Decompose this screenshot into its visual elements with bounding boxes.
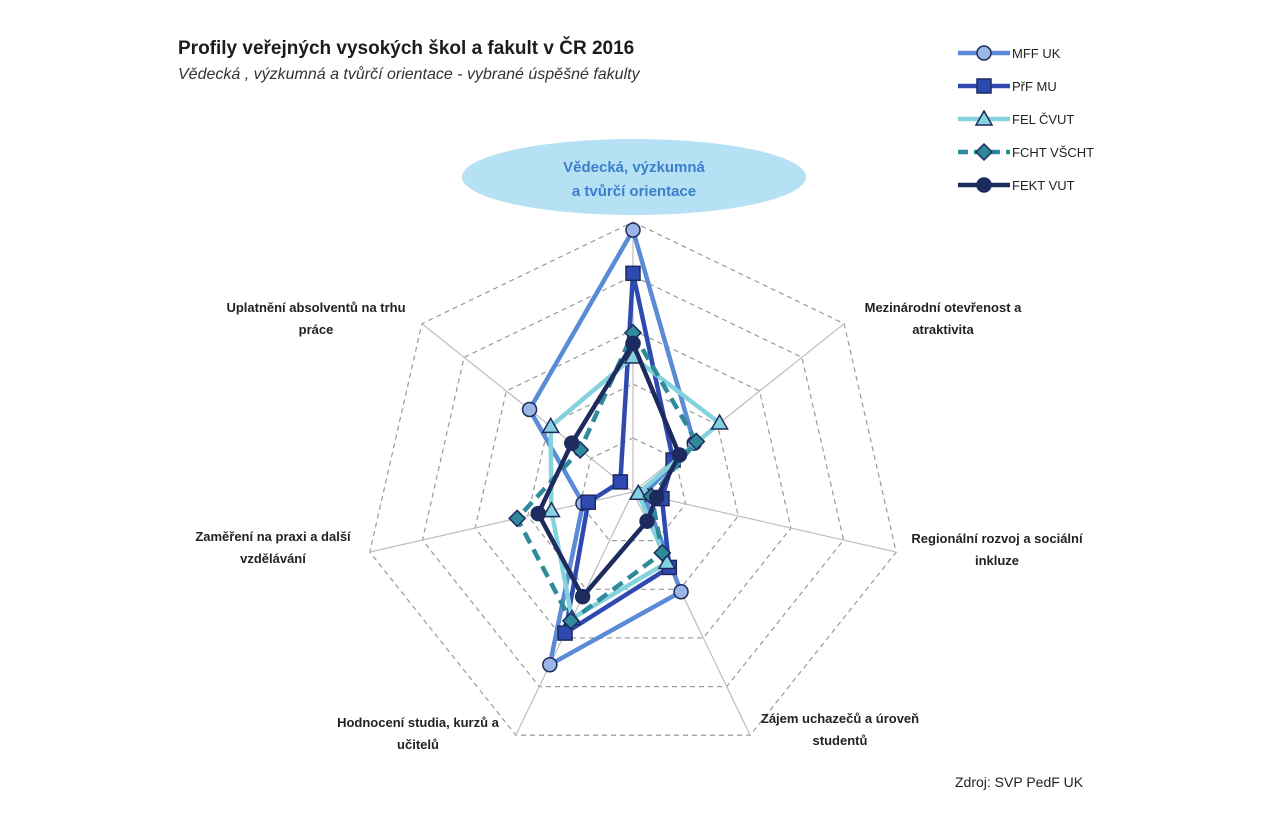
legend-label-2: FEL ČVUT bbox=[1012, 112, 1074, 127]
focus-label-line2: a tvůrčí orientace bbox=[572, 183, 696, 200]
series-4 bbox=[530, 335, 688, 605]
series-4-point-6 bbox=[564, 435, 580, 451]
axis-spoke-1 bbox=[632, 323, 845, 493]
grid-ring-5 bbox=[369, 221, 897, 736]
chart-title: Profily veřejných vysokých škol a fakult… bbox=[178, 38, 635, 59]
axis-label-2-line1: Regionální rozvoj a sociální bbox=[911, 531, 1083, 546]
series-2-point-2 bbox=[628, 483, 648, 500]
axis-spoke-2 bbox=[632, 491, 897, 553]
radar-series bbox=[508, 222, 729, 673]
axis-label-4-line2: učitelů bbox=[397, 737, 439, 752]
series-2-point-6 bbox=[541, 416, 560, 434]
series-1-point-0 bbox=[625, 265, 641, 282]
legend-item-1: PřF MU bbox=[958, 78, 1057, 94]
series-3-point-1 bbox=[687, 432, 706, 451]
legend-item-4: FEKT VUT bbox=[958, 177, 1075, 193]
legend-label-3: FCHT VŠCHT bbox=[1012, 145, 1094, 160]
axis-label-1-line2: atraktivita bbox=[912, 322, 974, 337]
series-line-2 bbox=[548, 354, 722, 621]
series-4-point-0 bbox=[625, 335, 641, 352]
series-3-point-4 bbox=[561, 611, 580, 630]
series-line-4 bbox=[535, 341, 682, 599]
series-4-point-3 bbox=[639, 513, 655, 529]
legend-marker-2 bbox=[974, 109, 994, 126]
focus-label-line1: Vědecká, výzkumná bbox=[563, 159, 705, 176]
axis-label-2-line2: inkluze bbox=[975, 553, 1019, 568]
axis-label-5-line2: vzdělávání bbox=[240, 551, 306, 566]
series-1-point-5 bbox=[580, 494, 597, 510]
series-0-point-0 bbox=[625, 222, 641, 238]
source-note: Zdroj: SVP PedF UK bbox=[955, 774, 1084, 790]
chart-subtitle: Vědecká , výzkumná a tvůrčí orientace - … bbox=[178, 66, 640, 83]
legend-marker-0 bbox=[976, 45, 992, 61]
legend-marker-1 bbox=[976, 78, 992, 94]
legend-label-1: PřF MU bbox=[1012, 79, 1057, 94]
series-3-point-5 bbox=[508, 509, 527, 528]
grid-ring-3 bbox=[474, 329, 792, 639]
legend-marker-4 bbox=[976, 177, 992, 193]
axis-label-3-line1: Zájem uchazečů a úroveň bbox=[761, 711, 919, 726]
series-0-point-3 bbox=[673, 583, 689, 600]
series-1-point-4 bbox=[557, 625, 573, 641]
series-2-point-5 bbox=[542, 501, 561, 518]
series-4-point-1 bbox=[671, 447, 688, 463]
series-2-point-1 bbox=[710, 413, 729, 430]
legend-item-3: FCHT VŠCHT bbox=[958, 142, 1094, 162]
focus-axis-badge: Vědecká, výzkumná a tvůrčí orientace bbox=[462, 139, 806, 215]
legend-marker-3 bbox=[974, 142, 994, 162]
series-4-point-5 bbox=[530, 505, 546, 522]
legend-label-0: MFF UK bbox=[1012, 46, 1061, 61]
series-2-point-3 bbox=[657, 553, 677, 570]
legend-item-2: FEL ČVUT bbox=[958, 109, 1074, 127]
legend-item-0: MFF UK bbox=[958, 45, 1061, 61]
series-4-point-2 bbox=[648, 489, 665, 506]
focus-ellipse bbox=[462, 139, 806, 215]
legend: MFF UK PřF MU FEL ČVUT FCHT VŠCHT FEKT VUT bbox=[958, 45, 1094, 193]
series-1-point-6 bbox=[612, 474, 629, 490]
axis-label-1-line1: Mezinárodní otevřenost a bbox=[865, 300, 1023, 315]
axis-label-6-line1: Uplatnění absolventů na trhu bbox=[226, 300, 405, 315]
series-4-point-4 bbox=[574, 588, 591, 605]
series-2 bbox=[541, 347, 729, 626]
series-0-point-6 bbox=[521, 401, 538, 418]
series-0-point-4 bbox=[542, 656, 558, 673]
series-3-point-3 bbox=[653, 543, 672, 562]
axis-label-5-line1: Zaměření na praxi a další bbox=[195, 529, 351, 544]
axis-label-6-line2: práce bbox=[299, 322, 334, 337]
legend-label-4: FEKT VUT bbox=[1012, 178, 1075, 193]
series-line-3 bbox=[514, 330, 699, 624]
series-3 bbox=[508, 323, 706, 630]
axis-labels: Mezinárodní otevřenost a atraktivitaRegio… bbox=[195, 300, 1083, 752]
grid-ring-4 bbox=[421, 275, 845, 688]
axis-label-3-line2: studentů bbox=[813, 733, 868, 748]
axis-label-4-line1: Hodnocení studia, kurzů a bbox=[337, 715, 500, 730]
